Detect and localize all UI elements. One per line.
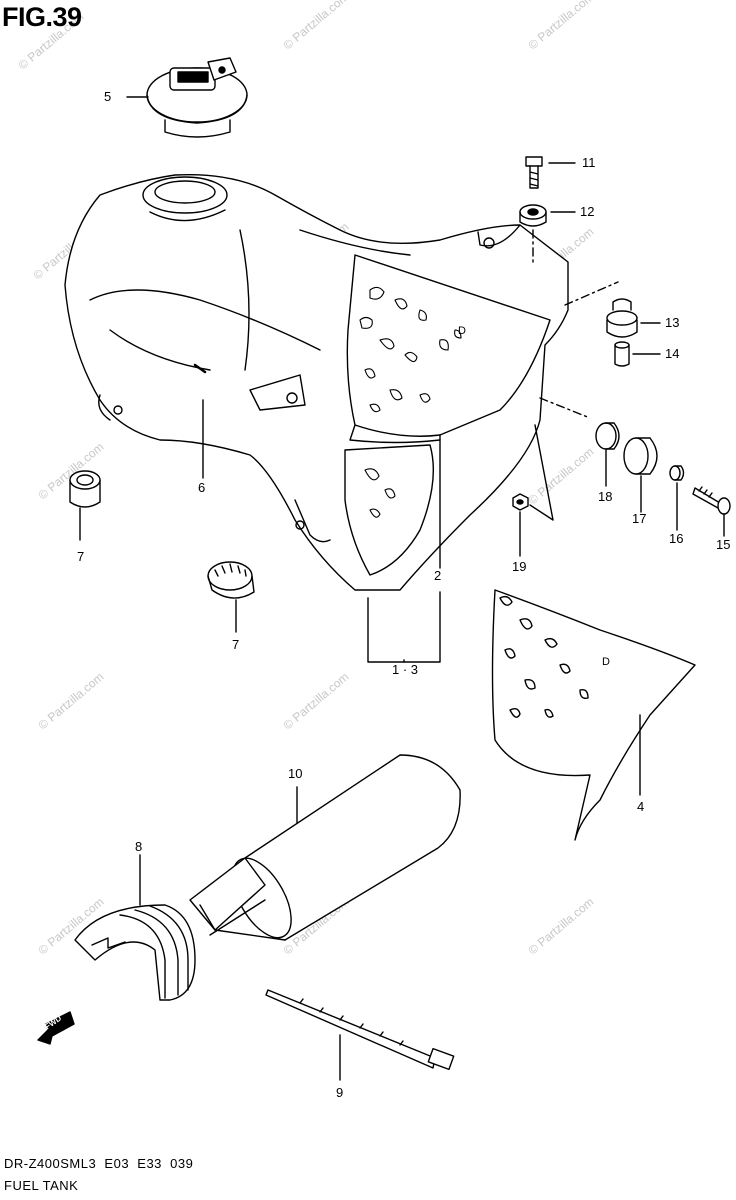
fuel-cap-part-5 (146, 57, 248, 138)
damper-part-13 (606, 298, 638, 338)
callout-label: 8 (135, 839, 143, 854)
callout-label: 19 (512, 559, 527, 574)
clamp-part-8 (74, 904, 196, 1001)
callout-label: 7 (77, 549, 85, 564)
collar-part-16 (669, 465, 685, 481)
svg-text:D: D (458, 325, 466, 337)
callout-label: 15 (716, 537, 731, 552)
figure-name: FUEL TANK (4, 1178, 79, 1193)
callout-label: 6 (198, 480, 206, 495)
dash-line (539, 397, 591, 419)
bolt-part-11 (525, 156, 543, 189)
leader-line (367, 591, 441, 663)
callout-label: 11 (582, 155, 596, 170)
callout-label: 10 (288, 766, 303, 781)
dash-line (529, 424, 554, 521)
callout-label: 7 (232, 637, 240, 652)
cushion-part-17 (623, 437, 658, 475)
callout-label: 9 (336, 1085, 344, 1100)
grommet-part-7-upper (69, 470, 101, 508)
figure-title: FIG.39 (2, 2, 82, 32)
callout-label: 16 (669, 531, 684, 546)
callout-label: 13 (665, 315, 680, 330)
callout-label: 14 (665, 346, 680, 361)
callout-label: 4 (637, 799, 645, 814)
callout-label: 17 (632, 511, 647, 526)
callout-label: 18 (598, 489, 613, 504)
model-code: DR-Z400SML3 E03 E33 039 (4, 1156, 194, 1171)
cushion-part-18 (595, 422, 620, 450)
nut-part-19 (512, 493, 529, 511)
bolt-part-15 (692, 486, 731, 515)
grommet-part-12 (519, 204, 547, 227)
callout-label: 1 · 3 (392, 662, 419, 677)
collar-part-14 (614, 341, 630, 367)
callout-label: 2 (434, 568, 442, 583)
camo-pattern: D (359, 286, 466, 518)
fuel-tank-part-1 (64, 173, 569, 591)
callout-label: 12 (580, 204, 595, 219)
protector-tube-part-10 (189, 754, 461, 941)
callout-label: 5 (104, 89, 112, 104)
svg-text:D: D (602, 656, 610, 668)
fwd-arrow-icon (37, 1011, 75, 1045)
cable-tie-part-9 (265, 989, 455, 1071)
dash-line (564, 281, 619, 306)
side-cover-part-4: D (491, 589, 696, 841)
grommet-part-7-lower (207, 561, 255, 599)
